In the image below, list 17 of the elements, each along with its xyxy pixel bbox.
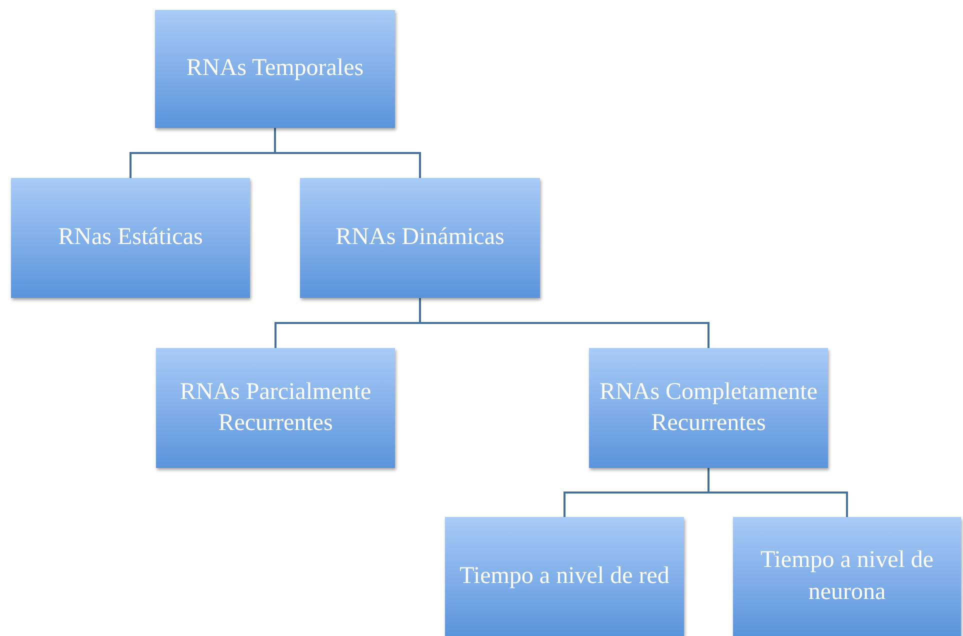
process-box <box>11 178 250 298</box>
process-box <box>156 348 395 468</box>
connector-line <box>708 468 848 517</box>
connector-line <box>419 298 710 348</box>
box-label: RNAs Dinámicas <box>336 223 504 252</box>
process-box <box>445 517 684 636</box>
box-label: RNAs Completamente Recurrentes <box>598 378 818 438</box>
process-box <box>155 10 395 128</box>
box-label: RNas Estáticas <box>58 223 203 252</box>
box-label: RNAs Temporales <box>186 54 364 84</box>
process-box <box>589 348 828 468</box>
process-box <box>733 517 961 636</box>
box-label: Tiempo a nivel de red <box>460 562 670 591</box>
process-box <box>300 178 540 298</box>
connector-line <box>274 128 421 178</box>
box-label: Tiempo a nivel de neurona <box>759 546 935 606</box>
box-label: RNAs Parcialmente Recurrentes <box>178 378 372 438</box>
